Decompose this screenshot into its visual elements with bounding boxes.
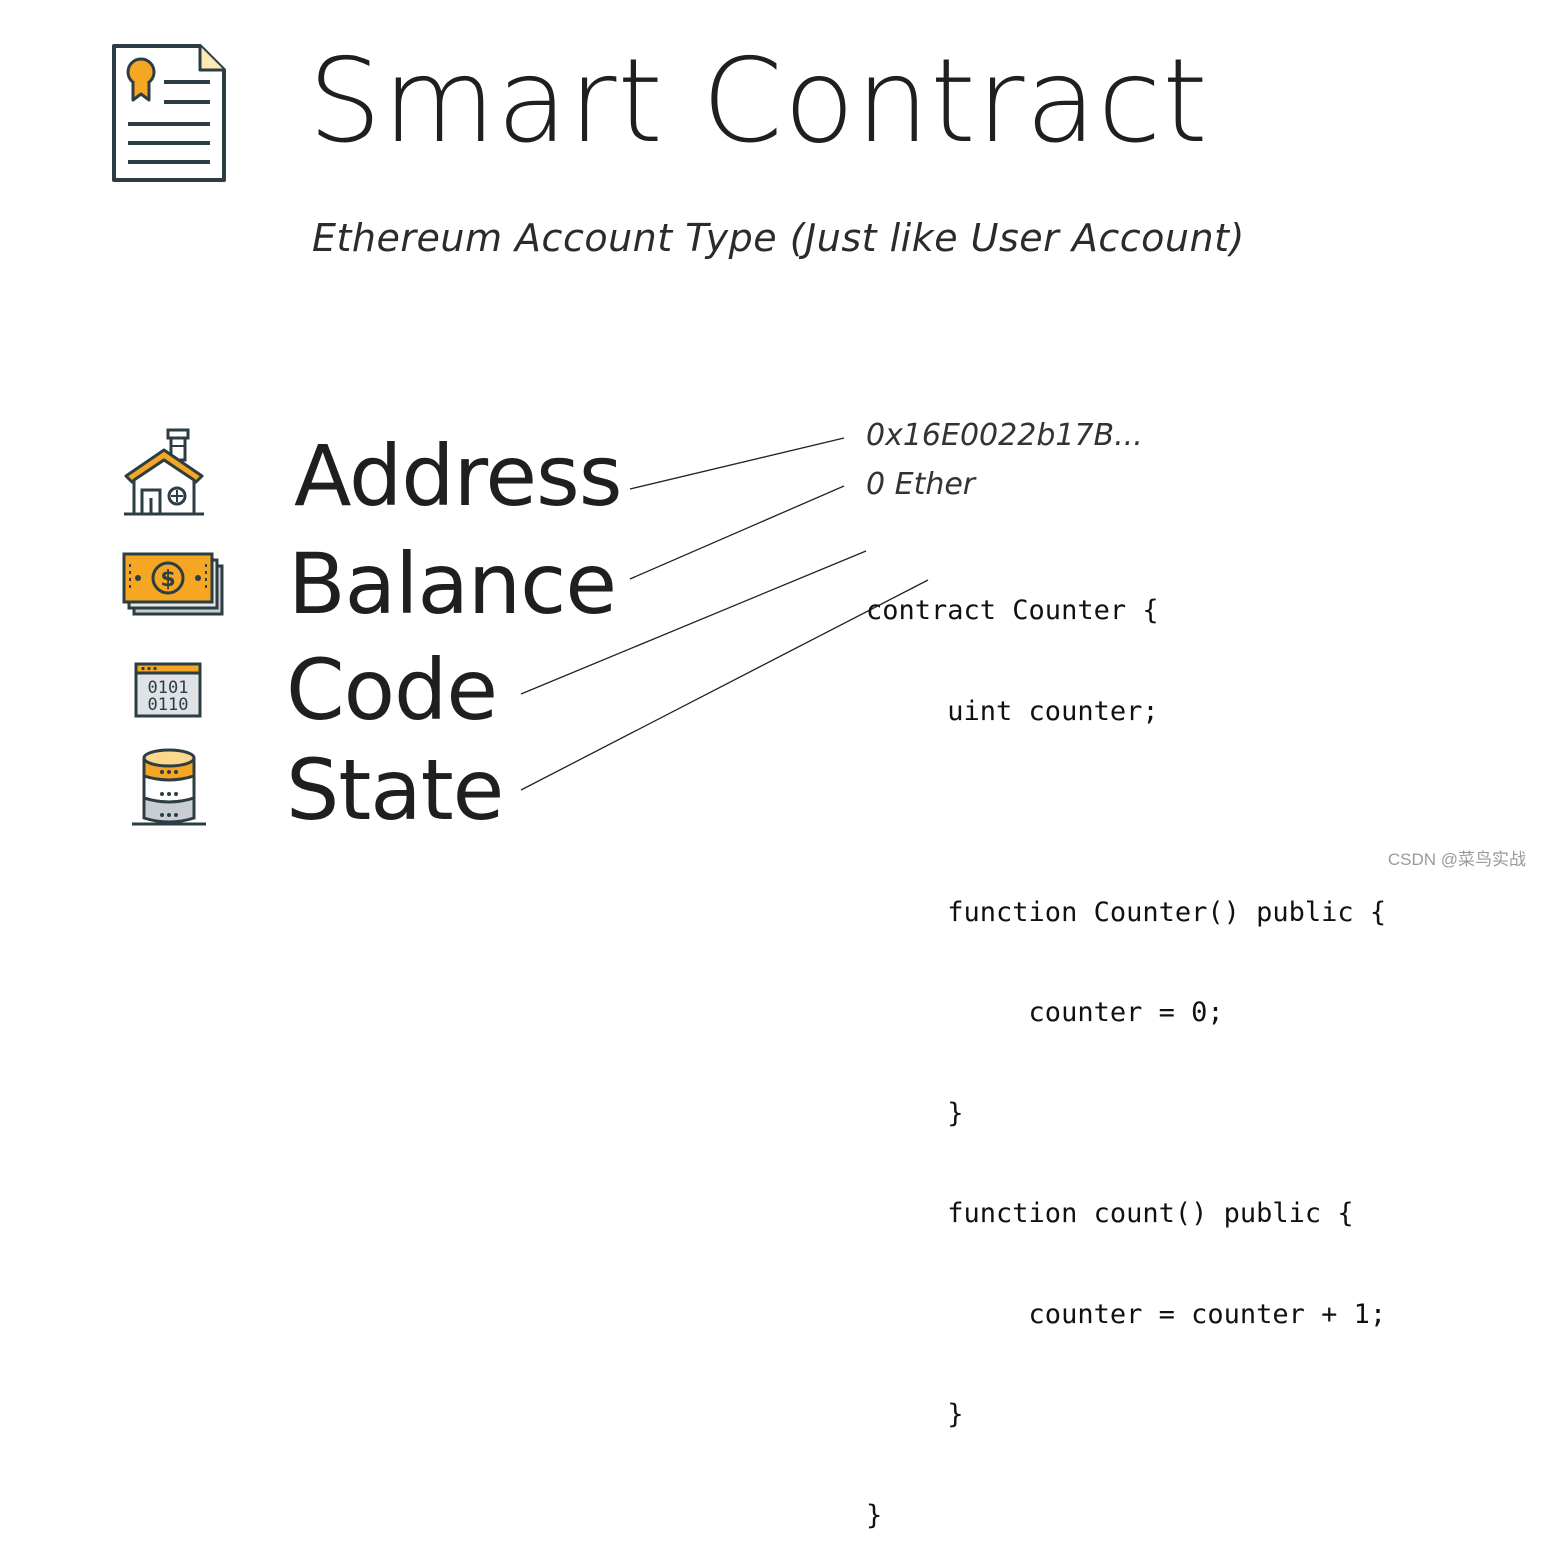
binary-code-window-icon: 0101 0110: [134, 662, 202, 718]
database-icon: [132, 748, 206, 826]
page-subtitle: Ethereum Account Type (Just like User Ac…: [312, 216, 1245, 260]
connector-lines: [520, 437, 929, 791]
code-line: }: [866, 1399, 964, 1430]
code-line: contract Counter {: [866, 595, 1159, 626]
code-line: function count() public {: [866, 1198, 1354, 1229]
code-line: [866, 795, 1386, 829]
svg-text:0101: 0101: [148, 678, 189, 698]
money-stack-icon: $: [122, 552, 224, 616]
code-line: counter = 0;: [866, 997, 1224, 1028]
page-title: Smart Contract: [308, 34, 1209, 169]
code-line: }: [866, 1499, 883, 1531]
code-line: function Counter() public {: [866, 896, 1387, 928]
watermark: CSDN @菜鸟实战: [1387, 850, 1526, 869]
property-label-state: State: [286, 741, 504, 839]
connector-code: [520, 550, 867, 695]
connector-balance: [629, 485, 845, 580]
property-label-code: Code: [286, 641, 498, 739]
address-value: 0x16E0022b17B...: [866, 418, 1143, 453]
house-icon: [124, 428, 204, 516]
connector-address: [629, 437, 845, 490]
property-label-balance: Balance: [288, 535, 617, 633]
balance-value: 0 Ether: [866, 467, 976, 502]
code-line: uint counter;: [866, 695, 1159, 727]
svg-text:0110: 0110: [148, 695, 189, 715]
code-block: contract Counter { uint counter; functio…: [866, 527, 1386, 1566]
connector-state: [520, 579, 929, 791]
certificate-document-icon: [112, 44, 226, 182]
code-line: }: [866, 1097, 964, 1129]
svg-text:$: $: [160, 567, 175, 592]
code-line: counter = counter + 1;: [866, 1298, 1387, 1330]
property-label-address: Address: [294, 427, 623, 525]
